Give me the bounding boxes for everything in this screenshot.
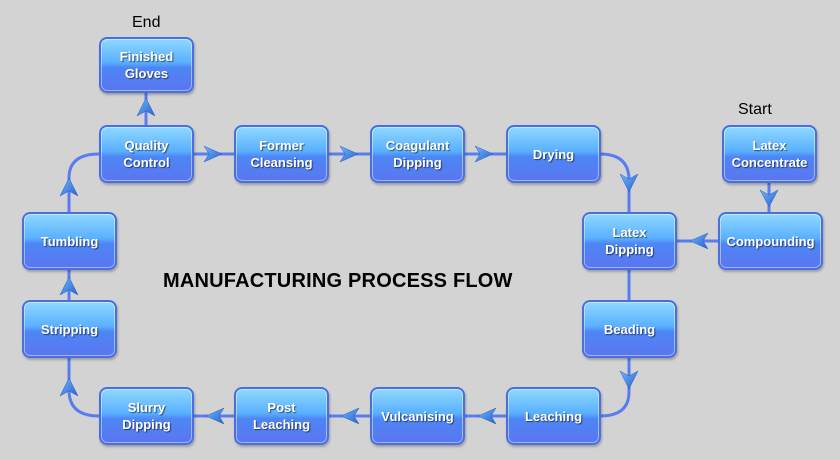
step-drying[interactable]: Drying — [506, 125, 601, 183]
step-label: Vulcanising — [381, 408, 454, 424]
step-label: Drying — [532, 146, 575, 162]
end-label: End — [132, 14, 161, 31]
step-beading[interactable]: Beading — [582, 300, 677, 358]
step-label: Stripping — [40, 321, 99, 337]
arrow-up-icon — [59, 177, 79, 197]
step-compounding[interactable]: Compounding — [718, 212, 823, 270]
step-finished-gloves[interactable]: Finished Gloves — [99, 37, 194, 93]
step-label: Post Leaching — [252, 400, 311, 432]
diagram-title: MANUFACTURING PROCESS FLOW — [163, 270, 513, 292]
start-label: Start — [738, 101, 772, 118]
arrow-down-icon — [619, 370, 639, 390]
step-label: Latex Dipping — [605, 225, 654, 257]
connector-beading-leaching — [599, 358, 631, 418]
step-former-cleansing[interactable]: Former Cleansing — [234, 125, 329, 183]
arrow-down-icon — [619, 173, 639, 193]
step-label: Quality Control — [123, 138, 170, 170]
arrow-right-icon — [339, 145, 359, 163]
arrow-up-icon — [59, 276, 79, 296]
step-label: Coagulant Dipping — [385, 138, 450, 170]
connector-tumbling-qc — [67, 152, 100, 213]
arrow-left-icon — [689, 232, 709, 250]
step-slurry-dipping[interactable]: Slurry Dipping — [99, 387, 194, 445]
arrow-up-icon — [136, 97, 156, 117]
step-vulcanising[interactable]: Vulcanising — [370, 387, 465, 445]
arrow-down-icon — [759, 189, 779, 208]
arrow-left-icon — [205, 407, 225, 425]
arrow-up-icon — [59, 377, 79, 397]
step-leaching[interactable]: Leaching — [506, 387, 601, 445]
arrow-right-icon — [474, 145, 494, 163]
step-label: Latex Concentrate — [731, 138, 808, 170]
step-latex-concentrate[interactable]: Latex Concentrate — [722, 125, 817, 183]
arrow-right-icon — [203, 145, 223, 163]
step-label: Compounding — [726, 233, 815, 249]
step-label: Finished Gloves — [119, 49, 174, 81]
step-coagulant-dipping[interactable]: Coagulant Dipping — [370, 125, 465, 183]
arrow-left-icon — [340, 407, 360, 425]
step-label: Slurry Dipping — [122, 400, 171, 432]
step-label: Tumbling — [40, 233, 99, 249]
step-label: Leaching — [524, 408, 583, 424]
step-tumbling[interactable]: Tumbling — [22, 212, 117, 270]
step-label: Beading — [603, 321, 656, 337]
step-stripping[interactable]: Stripping — [22, 300, 117, 358]
arrow-left-icon — [477, 407, 497, 425]
step-quality-control[interactable]: Quality Control — [99, 125, 194, 183]
step-label: Former Cleansing — [250, 138, 313, 170]
step-post-leaching[interactable]: Post Leaching — [234, 387, 329, 445]
step-latex-dipping[interactable]: Latex Dipping — [582, 212, 677, 270]
